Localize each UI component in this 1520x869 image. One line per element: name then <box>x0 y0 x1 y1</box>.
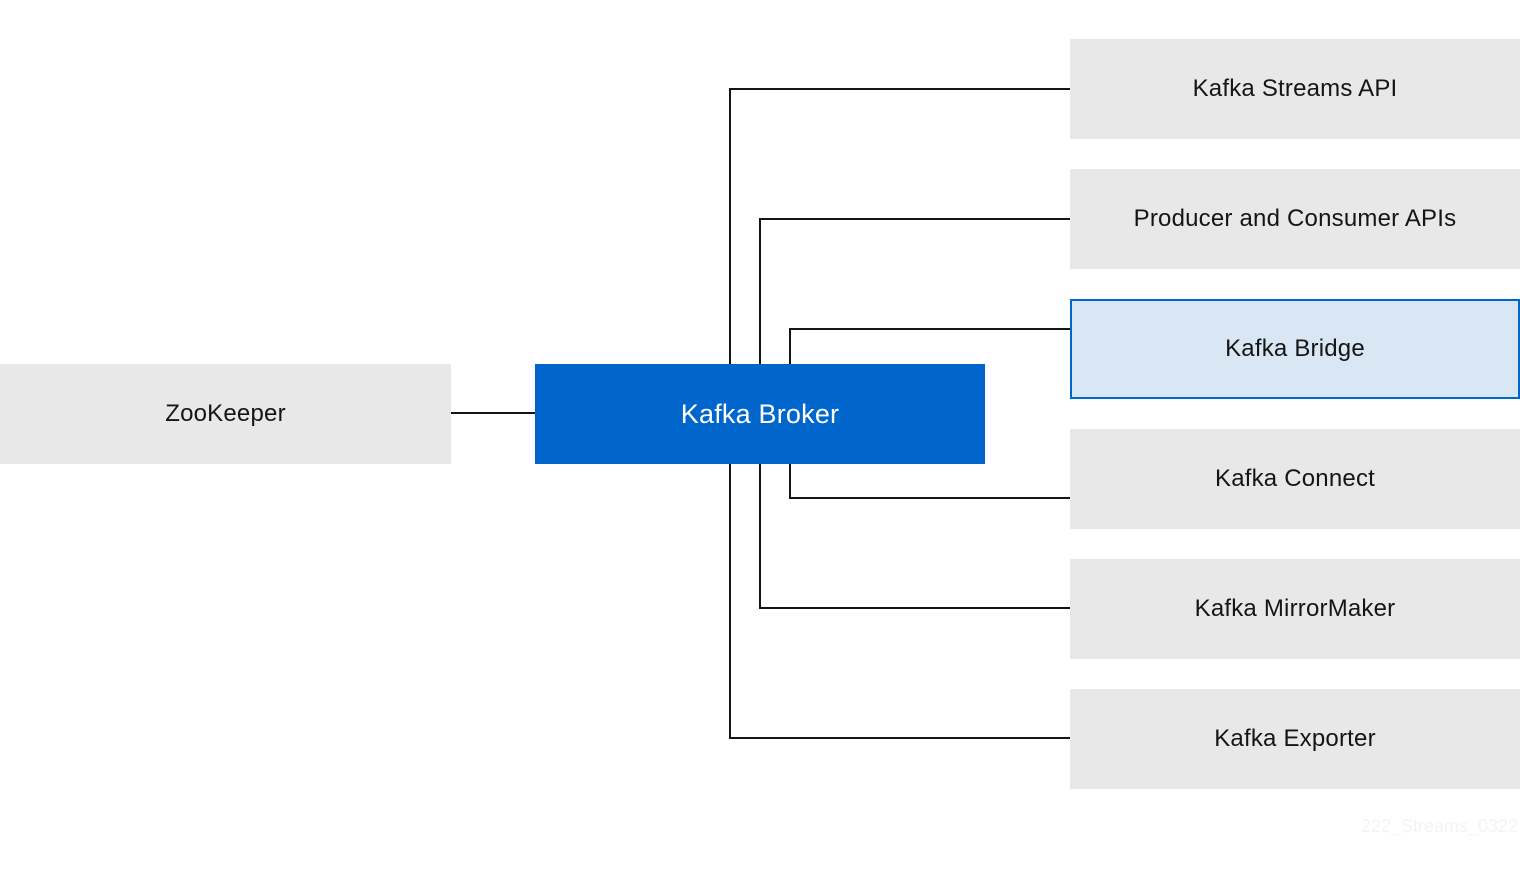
figure-id-watermark: 222_Streams_0322 <box>1360 816 1518 836</box>
kafka-streams-api-node: Kafka Streams API <box>1070 39 1520 139</box>
producer-consumer-apis-node: Producer and Consumer APIs <box>1070 169 1520 269</box>
connector-broker-producer-consumer <box>759 218 1070 364</box>
kafka-broker-label: Kafka Broker <box>680 398 840 429</box>
kafka-broker-node: Kafka Broker <box>535 364 985 464</box>
connector-broker-bridge <box>789 328 1070 364</box>
connector-broker-exporter <box>729 464 1070 739</box>
kafka-bridge-node: Kafka Bridge <box>1070 299 1520 399</box>
kafka-bridge-label: Kafka Bridge <box>1225 335 1365 362</box>
kafka-mirrormaker-label: Kafka MirrorMaker <box>1194 595 1396 622</box>
kafka-exporter-label: Kafka Exporter <box>1214 725 1376 752</box>
producer-consumer-apis-label: Producer and Consumer APIs <box>1133 205 1457 232</box>
connector-broker-streams-api <box>729 88 1070 364</box>
zookeeper-label: ZooKeeper <box>165 400 286 427</box>
kafka-exporter-node: Kafka Exporter <box>1070 689 1520 789</box>
kafka-streams-api-label: Kafka Streams API <box>1192 75 1398 102</box>
connector-broker-connect <box>789 464 1070 499</box>
connector-broker-mirrormaker <box>759 464 1070 609</box>
kafka-connect-node: Kafka Connect <box>1070 429 1520 529</box>
kafka-connect-label: Kafka Connect <box>1214 465 1376 492</box>
kafka-mirrormaker-node: Kafka MirrorMaker <box>1070 559 1520 659</box>
zookeeper-node: ZooKeeper <box>0 364 451 464</box>
